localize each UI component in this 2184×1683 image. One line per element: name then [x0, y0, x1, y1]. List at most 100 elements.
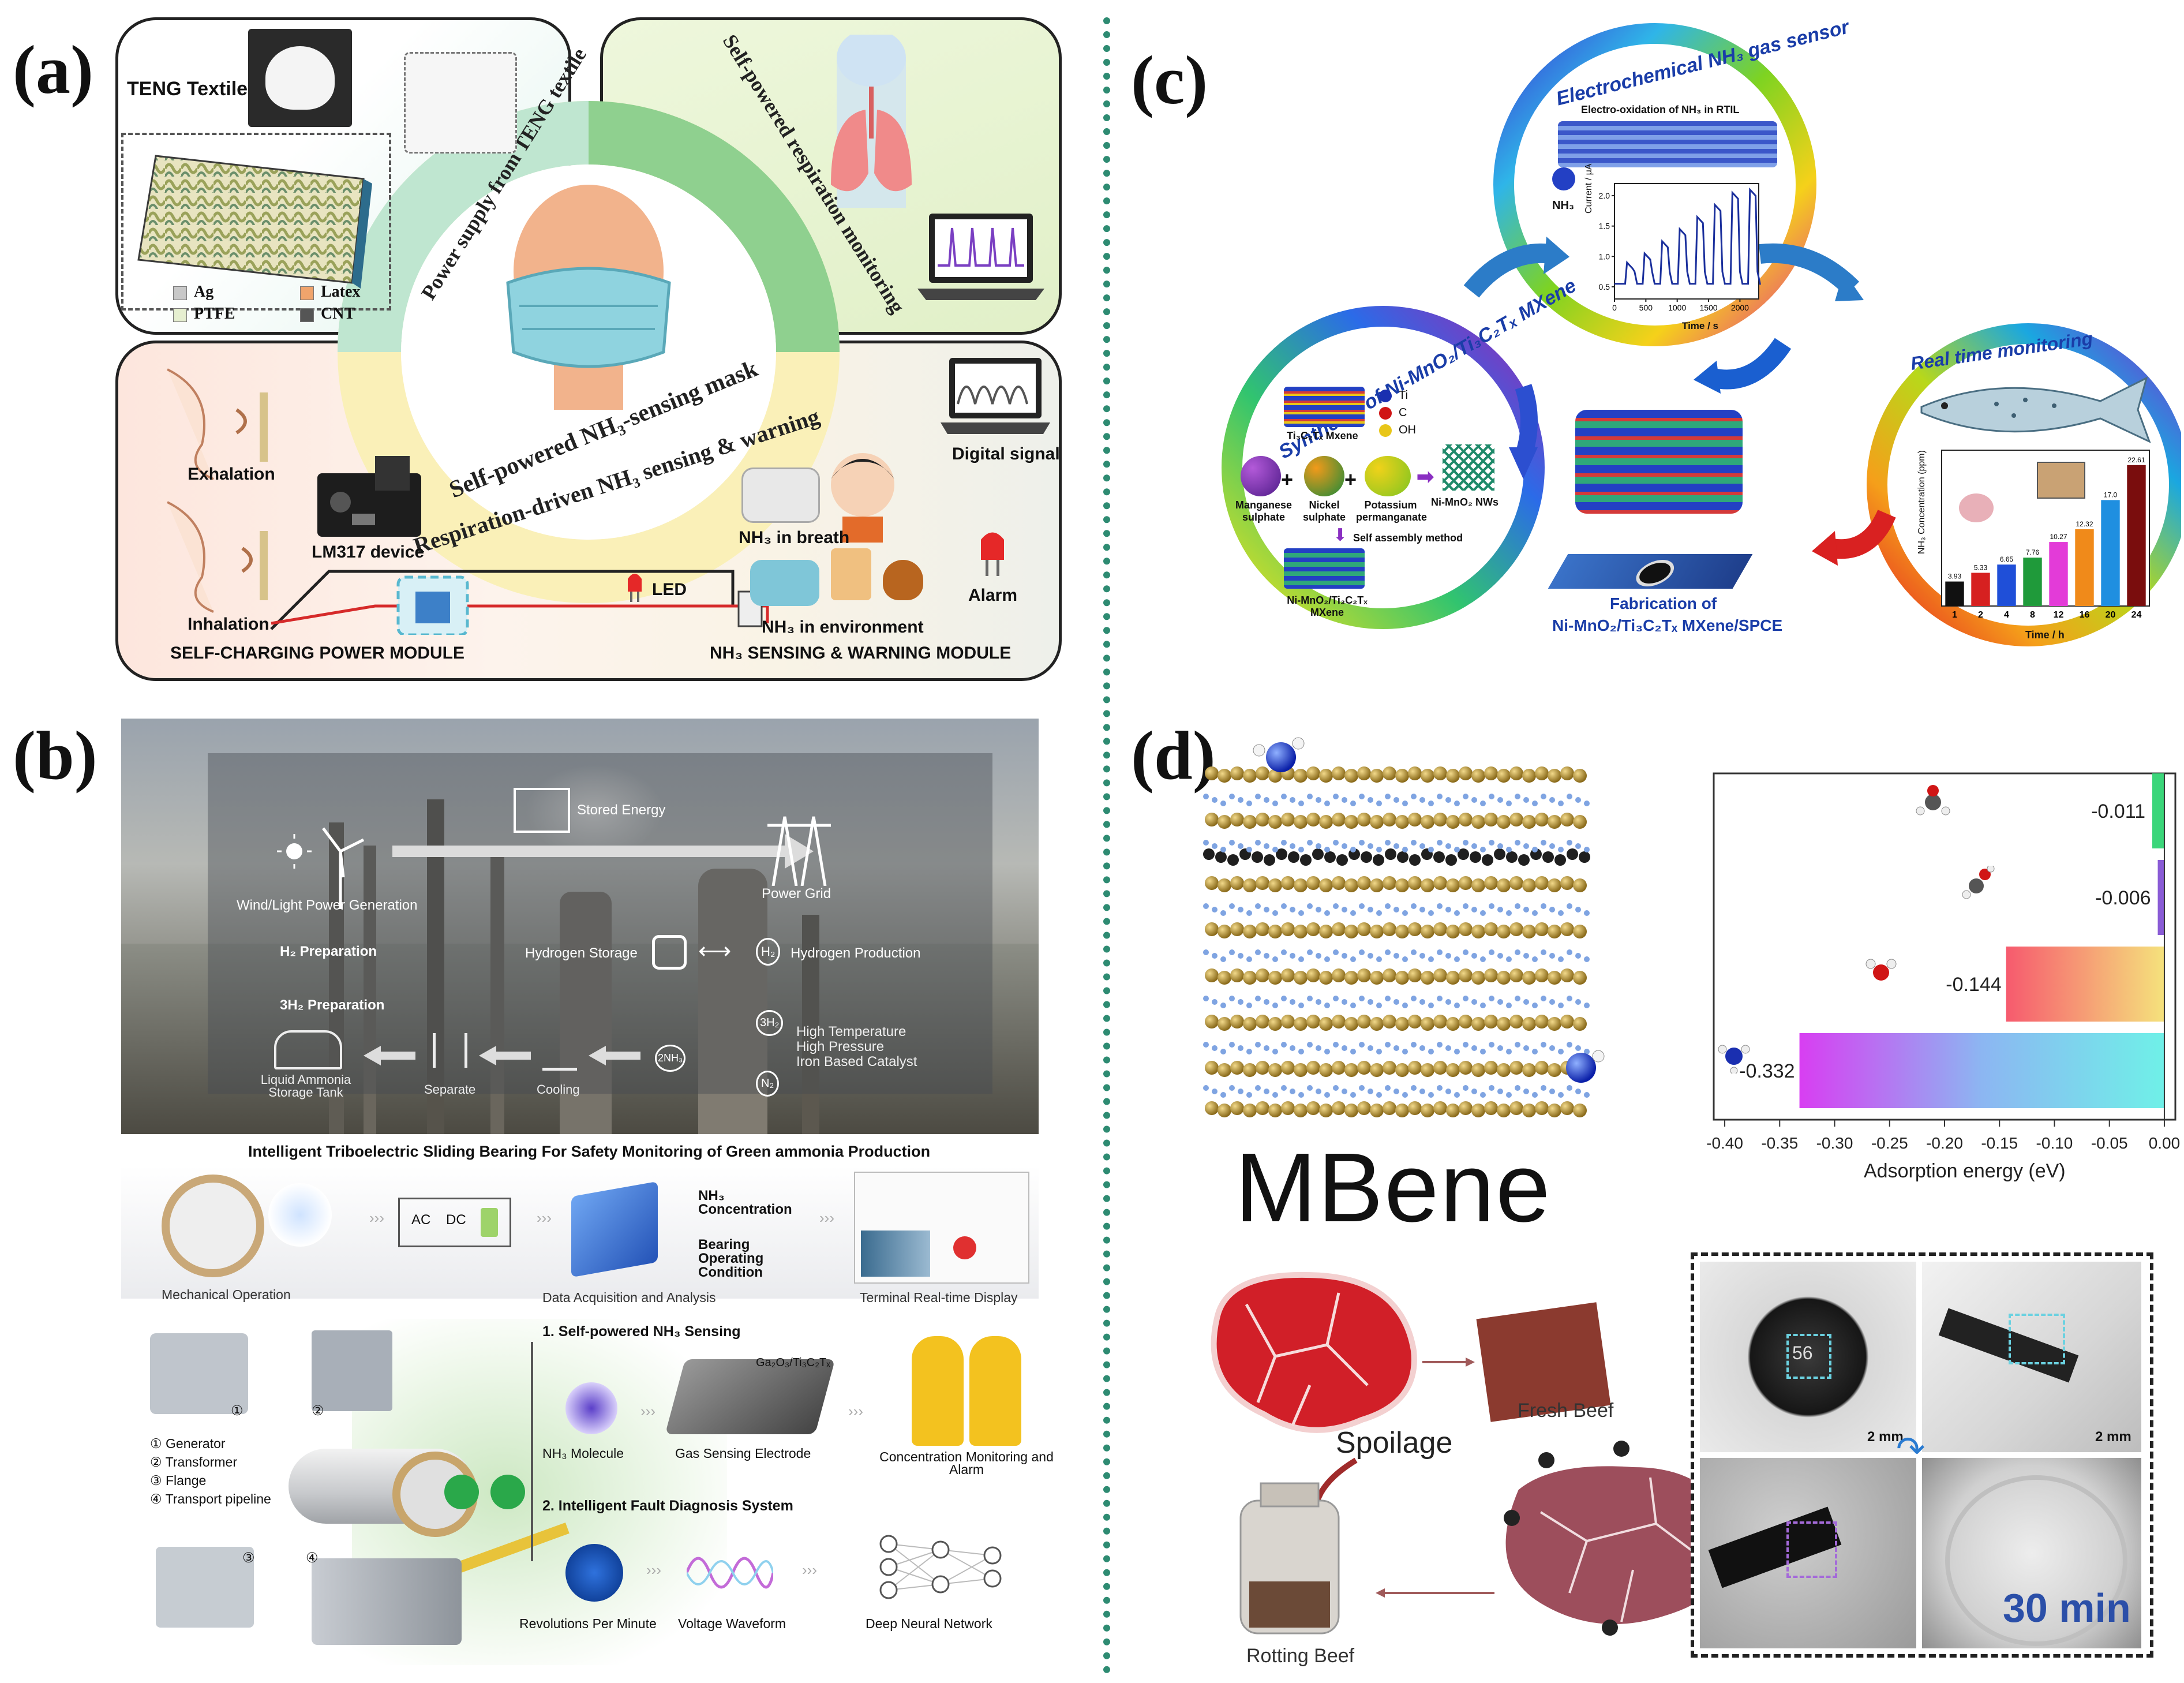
ae-value-label: -0.144 — [1946, 974, 2001, 996]
ct-xtick-label: 2000 — [1731, 303, 1749, 312]
gold-atom — [1459, 766, 1473, 780]
small-atom — [1419, 999, 1425, 1005]
legend-label: OH — [1399, 424, 1416, 436]
small-atom — [1471, 999, 1477, 1005]
small-atom — [1541, 949, 1546, 955]
small-atom — [1229, 903, 1235, 909]
equipment-list: ① Generator ② Transformer ③ Flange ④ Tra… — [150, 1434, 300, 1508]
gold-atom — [1281, 876, 1295, 890]
boron-atom — [1458, 848, 1469, 860]
gold-atom — [1560, 922, 1574, 936]
gold-atom — [1421, 1104, 1434, 1117]
gold-atom — [1535, 1101, 1549, 1115]
small-atom — [1246, 1003, 1252, 1008]
small-atom — [1359, 996, 1365, 1001]
gold-atom — [1535, 813, 1549, 826]
liquid-ammonia-label: Liquid Ammonia Storage Tank — [260, 1072, 351, 1099]
panel-divider — [1103, 17, 1110, 1674]
gold-atom — [1484, 1015, 1498, 1028]
small-atom — [1575, 1089, 1581, 1094]
small-atom — [1342, 797, 1347, 803]
small-atom — [1523, 953, 1529, 959]
legend-swatch — [300, 286, 314, 300]
nh3-molecule-icon — [1552, 167, 1575, 190]
gold-atom — [1243, 878, 1257, 892]
small-atom — [1203, 996, 1209, 1001]
small-atom — [1454, 847, 1460, 852]
bar-value-label: 3.93 — [1948, 573, 1962, 581]
small-atom — [1419, 843, 1425, 849]
ct-ytick-label: 2.0 — [1599, 191, 1610, 200]
small-atom — [1238, 1045, 1243, 1051]
small-atom — [1376, 847, 1382, 852]
gold-atom — [1344, 769, 1358, 783]
small-atom — [1324, 956, 1330, 962]
ae-value-label: -0.332 — [1739, 1060, 1795, 1082]
panel-d: MBene -0.011-0.006-0.144-0.332 -0.40-0.3… — [1194, 733, 2181, 1674]
ae-xtick-label: -0.10 — [2036, 1134, 2073, 1152]
small-atom — [1255, 903, 1261, 909]
small-atom — [1359, 949, 1365, 955]
small-atom — [1532, 1092, 1538, 1098]
gold-atom — [1484, 766, 1498, 780]
small-atom — [1316, 999, 1321, 1005]
boron-atom — [1518, 854, 1530, 866]
gold-atom — [1395, 971, 1409, 985]
small-atom — [1264, 843, 1269, 849]
gold-atom — [1230, 968, 1244, 982]
gold-atom — [1471, 769, 1485, 783]
bar-value-label: 6.65 — [2000, 555, 2014, 563]
gold-atom — [1560, 1015, 1574, 1028]
small-atom — [1402, 956, 1408, 962]
legend-latex: Latex — [300, 283, 360, 301]
ae-xtick-label: -0.15 — [1981, 1134, 2018, 1152]
boron-atom — [1288, 851, 1299, 863]
legend-ag: Ag — [173, 283, 213, 301]
boron-atom — [1397, 851, 1408, 863]
gold-atom — [1344, 1063, 1358, 1077]
chevrons-1: ››› — [369, 1209, 384, 1226]
gold-atom — [1535, 766, 1549, 780]
small-atom — [1549, 953, 1555, 959]
gold-atom — [1294, 815, 1308, 829]
ae-xtick-label: -0.40 — [1706, 1134, 1743, 1152]
boron-atom — [1542, 851, 1554, 863]
small-atom — [1437, 1042, 1443, 1048]
small-atom — [1298, 956, 1304, 962]
small-atom — [1376, 910, 1382, 916]
small-atom — [1316, 797, 1321, 803]
gold-atom — [1421, 1017, 1434, 1031]
gold-atom — [1446, 1017, 1460, 1031]
bar-20h — [2101, 500, 2120, 606]
small-atom — [1220, 956, 1226, 962]
gold-atom — [1218, 925, 1231, 938]
small-atom — [1246, 1049, 1252, 1054]
ct-xtick-label: 1000 — [1668, 303, 1686, 312]
panel-a: Power supply from TENG textile Self-powe… — [115, 17, 1062, 681]
curved-arrow-icon: ↷ — [1896, 1430, 1925, 1468]
gold-atom — [1446, 815, 1460, 829]
terminal-display — [854, 1172, 1029, 1284]
legend-swatch — [1379, 406, 1392, 420]
bar-category-label: 12 — [2054, 610, 2064, 620]
small-atom — [1515, 794, 1520, 799]
gold-atom — [1509, 876, 1523, 890]
small-atom — [1368, 797, 1373, 803]
nh3-molecule-icon — [565, 1382, 617, 1434]
panel-b: Stored Energy Wind/Light Power Generatio… — [121, 719, 1054, 1665]
gold-atom — [1383, 1101, 1396, 1115]
small-atom — [1368, 1045, 1373, 1051]
small-atom — [1549, 1045, 1555, 1051]
small-atom — [1272, 1049, 1278, 1054]
gold-atom — [1306, 922, 1320, 936]
gold-atom — [1522, 769, 1536, 783]
small-atom — [1281, 903, 1287, 909]
small-atom — [1290, 1089, 1295, 1094]
small-atom — [1220, 801, 1226, 806]
gold-atom — [1522, 1063, 1536, 1077]
concentration-alarm-label: Concentration Monitoring and Alarm — [879, 1449, 1054, 1477]
gold-atom — [1294, 878, 1308, 892]
sensor-photo-1: 56 2 mm — [1700, 1262, 1916, 1452]
small-atom — [1290, 999, 1295, 1005]
composite-icon — [1284, 548, 1365, 589]
